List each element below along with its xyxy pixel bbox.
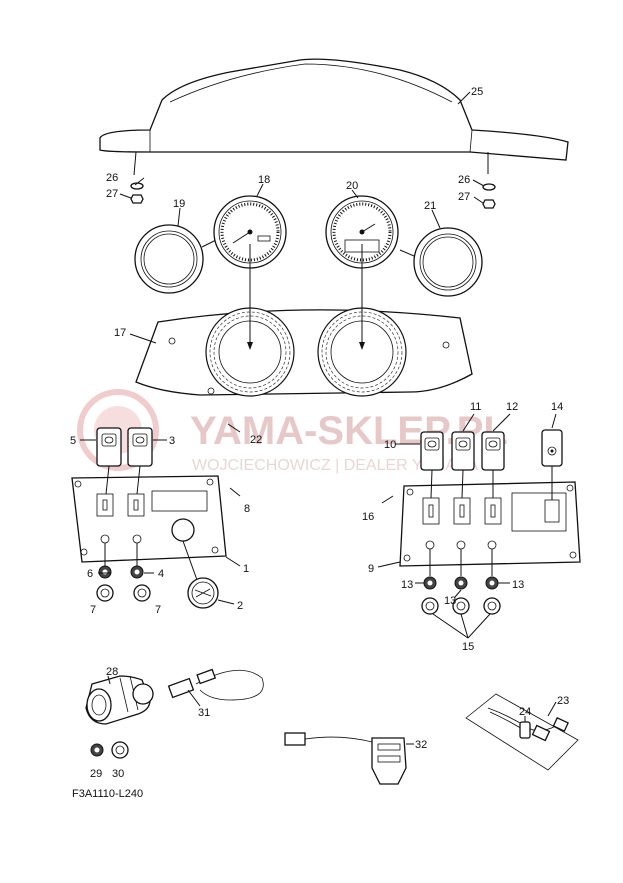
- part-10-switch: [420, 431, 444, 471]
- callout-5: 5: [70, 435, 76, 447]
- part-21-bezel-ring: [413, 227, 483, 297]
- callout-7-right: 7: [155, 604, 161, 616]
- part-12-switch: [481, 431, 505, 471]
- part-11-switch: [451, 431, 475, 471]
- part-7-washer-right: [133, 584, 151, 602]
- part-9-switch-panel-right: [399, 481, 581, 567]
- callout-23: 23: [557, 695, 569, 707]
- callout-2: 2: [237, 600, 243, 612]
- callout-17: 17: [114, 327, 126, 339]
- part-5-switch: [96, 427, 122, 467]
- part-17-gauge-panel: [135, 307, 473, 397]
- callout-13-right: 13: [512, 579, 524, 591]
- callout-1: 1: [243, 563, 249, 575]
- callout-19: 19: [173, 198, 185, 210]
- callout-26-left: 26: [106, 172, 118, 184]
- callout-7-left: 7: [90, 604, 96, 616]
- part-25-dash-visor: [99, 58, 569, 176]
- callout-27-left: 27: [106, 188, 118, 200]
- part-2-cap: [187, 577, 219, 609]
- callout-14: 14: [551, 401, 563, 413]
- part-24-key: [519, 721, 531, 739]
- part-6-nut: [98, 565, 112, 579]
- callout-21: 21: [424, 200, 436, 212]
- callout-25: 25: [471, 86, 483, 98]
- leader-lines: [80, 91, 557, 745]
- callout-26-right: 26: [458, 174, 470, 186]
- callout-28: 28: [106, 666, 118, 678]
- callout-8: 8: [244, 503, 250, 515]
- callout-16: 16: [362, 511, 374, 523]
- callout-24: 24: [519, 706, 531, 718]
- callout-13-left: 13: [401, 579, 413, 591]
- part-29-nut: [90, 743, 104, 757]
- watermark: YAMA-SKLEP.PL WOJCIECHOWICZ | DEALER YAM…: [77, 389, 508, 474]
- callout-13-mid: 13: [444, 595, 456, 607]
- callout-10: 10: [384, 439, 396, 451]
- part-26-27-hardware-right: [482, 183, 496, 209]
- part-3-switch: [127, 427, 153, 467]
- part-14-switch: [541, 429, 563, 467]
- part-28-power-socket: [85, 675, 154, 725]
- part-26-27-hardware-left: [130, 182, 144, 204]
- diagram-code: F3A1110-L240: [72, 788, 143, 800]
- callout-32: 32: [415, 739, 427, 751]
- callout-30: 30: [112, 768, 124, 780]
- callout-15: 15: [462, 641, 474, 653]
- part-13-nut-c: [485, 576, 499, 590]
- part-30-washer: [111, 741, 129, 759]
- part-15-washers: [421, 597, 501, 615]
- part-19-bezel-ring: [134, 224, 204, 294]
- part-7-washer-left: [96, 584, 114, 602]
- callout-29: 29: [90, 768, 102, 780]
- callout-27-right: 27: [458, 191, 470, 203]
- part-13-nut-b: [454, 576, 468, 590]
- part-18-tachometer: [213, 195, 287, 269]
- callout-22: 22: [250, 434, 262, 446]
- part-31-wire-lead: [167, 668, 264, 701]
- callout-18: 18: [258, 174, 270, 186]
- callout-labels: 25 18 20 19 21 26 27 26 27 17 22 5 3 8 1…: [70, 86, 569, 780]
- callout-12: 12: [506, 401, 518, 413]
- callout-31: 31: [198, 707, 210, 719]
- part-32-sensor: [284, 732, 407, 785]
- callout-20: 20: [346, 180, 358, 192]
- part-4-nut: [130, 565, 144, 579]
- part-13-nut-a: [423, 576, 437, 590]
- callout-6: 6: [87, 568, 93, 580]
- callout-3: 3: [169, 435, 175, 447]
- callout-11: 11: [470, 401, 481, 413]
- watermark-subtitle: WOJCIECHOWICZ | DEALER YAMAHA: [192, 457, 479, 474]
- part-1-switch-panel-left: [71, 475, 227, 563]
- callout-4: 4: [158, 568, 164, 580]
- callout-9: 9: [368, 563, 374, 575]
